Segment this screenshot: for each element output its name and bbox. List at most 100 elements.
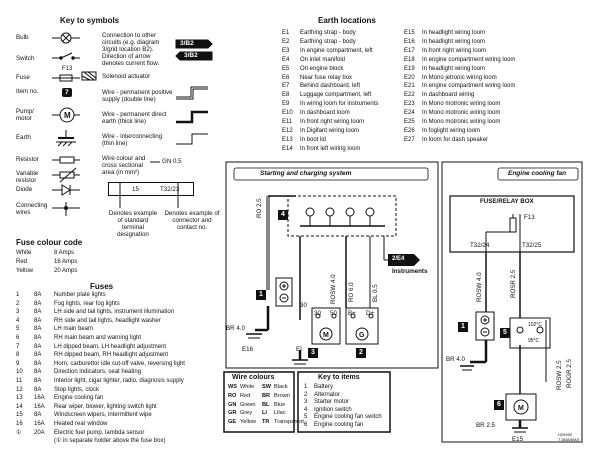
symbol-name: Diode — [16, 186, 33, 193]
earth-code: E7 — [282, 83, 290, 90]
fuse-amp: 8A — [34, 317, 42, 324]
fuse-amp: 8A — [34, 378, 42, 384]
terminal-example-box — [108, 182, 194, 196]
charging-frame — [225, 161, 439, 369]
earth-desc: In boot lid — [300, 136, 327, 143]
fuse-relay-box — [449, 195, 575, 253]
earth-code: E10 — [282, 110, 293, 117]
key-item-no: 6 — [304, 422, 308, 428]
fuse-amp: 8A — [34, 326, 42, 333]
battery-2 — [475, 311, 495, 341]
fuse-no: 3 — [16, 309, 20, 316]
resistor-icon — [52, 156, 80, 164]
fuse-amp: 16A — [34, 395, 45, 402]
wire-br40b: BR 4.0 — [446, 356, 465, 363]
earth-code: E24 — [404, 110, 415, 117]
temp-lo: 95°C — [528, 338, 540, 344]
label-30b: 30 — [314, 310, 321, 317]
earth-code: E11 — [282, 119, 293, 125]
wire-colour-cell: TR — [262, 419, 270, 426]
fuse-amp: 8A — [34, 412, 42, 419]
wire-colour-cell: GE — [228, 419, 237, 426]
fuse-desc: RH main beam and warning light — [54, 335, 142, 341]
symbol-name: Earth — [16, 134, 31, 141]
earth-code: E26 — [404, 127, 415, 134]
badge-1: 3/B2 — [180, 40, 194, 47]
badge-2: 3/B2 — [184, 52, 198, 59]
wire-colour-cell: GN — [228, 401, 237, 408]
earth-title: Earth locations — [318, 16, 376, 25]
fuse-desc: Direction indicators, seat heating — [54, 369, 142, 376]
fuse-no: 6 — [16, 335, 20, 341]
fuse-label: F13 — [62, 66, 73, 72]
switch-icon — [52, 52, 80, 60]
fuse-no: 5 — [16, 326, 20, 333]
svg-text:M: M — [323, 332, 329, 339]
key-item-no: 5 — [304, 414, 308, 421]
label-b: B+ — [348, 310, 356, 317]
earth-desc: In Mono jetronic wiring loom — [422, 74, 497, 81]
ignition-switch — [287, 195, 397, 237]
fuse-amp: 8A — [34, 343, 42, 350]
wire-colour-cell: GR — [228, 410, 237, 417]
earth-desc: In Mono motronic wiring loom — [422, 110, 501, 117]
earth-code: E9 — [282, 101, 290, 108]
instruments-label: Instruments — [392, 268, 428, 275]
fuse-colour-amps: 20 Amps — [54, 268, 78, 274]
earth-desc: In front right wiring loom — [422, 47, 487, 54]
fuse-desc: Stop lights, clock — [54, 386, 100, 393]
fuse-desc: LH side and tail lights, instrument illu… — [54, 309, 175, 316]
item-1: 1 — [259, 291, 263, 298]
earth-code: E21 — [404, 83, 415, 90]
earth-desc: On inlet manifold — [300, 56, 346, 63]
wire-br40: BR 4.0 — [226, 325, 245, 332]
fuse-no: 11 — [16, 378, 23, 384]
charging-title: Starting and charging system — [260, 170, 352, 177]
instruments-ref: 2/E4 — [392, 256, 405, 262]
wire-rosr25: ROSR 2.5 — [510, 269, 517, 298]
label-f13: F13 — [524, 214, 535, 221]
wire-colour-cell: BR — [262, 392, 271, 399]
wire-colour-cell: Yellow — [240, 419, 256, 426]
earth-desc: In loom for dash speaker — [422, 136, 489, 143]
earth-desc: In Mono motronic wiring loom — [422, 101, 501, 108]
fuse-desc: (① in separate holder above the fuse box… — [54, 438, 166, 445]
wire-colour-cell: RO — [228, 392, 237, 399]
earth-desc: Near fuse relay box — [300, 74, 353, 81]
earth-desc: In foglight wiring loom — [422, 127, 481, 134]
fuse-colour-amps: 8 Amps — [54, 250, 75, 256]
wire-colour-cell: Brown — [274, 392, 290, 399]
fuse-no: 7 — [16, 343, 20, 350]
cooling-title: Engine cooling fan — [508, 170, 567, 177]
wire-colour-box — [223, 371, 295, 433]
earth-code: E27 — [404, 136, 415, 143]
fuse-desc: Engine cooling fan — [54, 395, 104, 402]
fuse-desc: Number plate lights — [54, 292, 106, 298]
item-5: 5 — [503, 329, 507, 336]
earth-code: E1 — [282, 30, 290, 36]
key-item-desc: Alternator — [314, 391, 341, 398]
wire-colour-sample: GN 0.5 — [162, 158, 182, 165]
wire-colour-cell: WS — [228, 384, 238, 390]
fuse-desc: Electric fuel pump, lambda sensor — [54, 429, 145, 436]
wire-colour-cell: Green — [240, 401, 256, 408]
earth-code: E13 — [282, 136, 293, 143]
earth-desc: In front right wiring loom — [300, 119, 365, 125]
earth-desc: In engine compartment wiring loom — [422, 83, 516, 90]
symbol-name: Fuse — [16, 74, 30, 81]
earth-desc: In headlight wiring loom — [422, 38, 486, 45]
fuse-icon — [52, 74, 80, 82]
fuse-desc: Windscreen wipers, intermittent wipe — [54, 412, 152, 419]
fuse-no: ① — [16, 429, 22, 436]
key-item-desc: Starter motor — [314, 399, 350, 406]
wire-colour-cell: Black — [274, 384, 288, 390]
earth-desc: Behind dashboard, left — [300, 83, 361, 90]
earth-code: E20 — [404, 74, 415, 81]
footer-code: H29992 7.3MAIMAS — [558, 432, 580, 442]
cooling-frame — [441, 161, 583, 443]
fuse-amp: 8A — [34, 352, 42, 359]
earth-desc: Luggage compartment, left — [300, 92, 372, 99]
key-item-no: 1 — [304, 384, 308, 390]
fuse-no: 13 — [16, 395, 23, 402]
